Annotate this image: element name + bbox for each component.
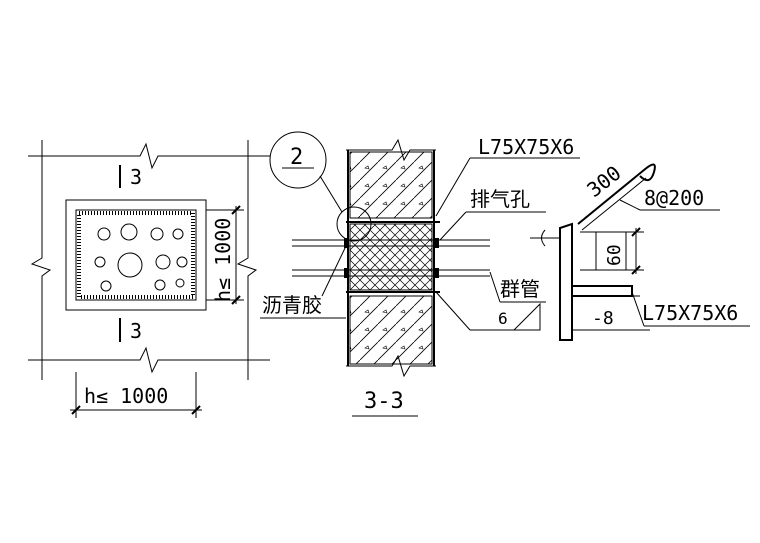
rebar-label: 8@200 <box>644 186 704 210</box>
leader-vent <box>439 211 467 241</box>
dim-width-label: h≤ 1000 <box>84 384 168 408</box>
edge-line-right <box>236 140 258 380</box>
leader-plate <box>435 291 471 331</box>
centerline-mark <box>541 229 546 247</box>
hook-rebar <box>577 163 656 225</box>
asphalt-label: 沥青胶 <box>262 293 322 317</box>
leader-angle-top <box>435 157 471 217</box>
detail-number: 2 <box>290 145 303 170</box>
plate-thickness-8: -8 <box>592 308 614 329</box>
plate-triangle <box>512 302 541 331</box>
concrete-lower <box>349 295 433 365</box>
section-mark-bottom: 3 <box>130 319 142 343</box>
break-line-top <box>28 142 270 170</box>
section-mark-top: 3 <box>130 165 142 189</box>
opening-hatched-border <box>77 211 195 299</box>
break-line-bottom <box>28 346 270 374</box>
wall-break-top <box>346 138 436 162</box>
section-title: 3-3 <box>364 389 404 414</box>
dim-height: h≤ 1000 <box>206 205 244 305</box>
dim-height-label: h≤ 1000 <box>211 218 235 302</box>
detail-leader <box>319 175 343 213</box>
section-view: 2 L75X75X6 排气孔 群管 沥青胶 6 3-3 <box>260 131 580 417</box>
plan-view: 3 3 h≤ 1000 h≤ 1000 <box>28 140 270 418</box>
vent-label: 排气孔 <box>470 187 530 211</box>
dim-60-tick-top <box>631 227 641 237</box>
pipe-upper <box>292 238 490 248</box>
dim-width: h≤ 1000 <box>70 372 202 418</box>
opening-frame-inner <box>75 209 197 301</box>
plate-thickness-6: 6 <box>498 309 508 328</box>
angle-vertical-leg <box>559 222 573 341</box>
duct-holes <box>94 223 188 292</box>
concrete-upper <box>349 151 433 219</box>
leader-angle-bottom <box>631 291 645 327</box>
dim-60-box <box>595 231 627 271</box>
dim-60: 60 <box>604 244 625 266</box>
detail-bubble <box>269 131 327 189</box>
wall-break-bottom <box>346 354 436 378</box>
angle-horizontal-leg <box>572 285 633 297</box>
opening-frame-outer <box>65 199 207 311</box>
leader-rebar <box>619 199 641 211</box>
detail-circle-small <box>336 206 372 242</box>
edge-line-left <box>30 140 52 380</box>
dim-60-tick-bottom <box>631 265 641 275</box>
leader-tube <box>489 271 501 303</box>
detail-view: 300 8@200 60 -8 L75X75X6 <box>530 161 750 341</box>
pipe-lower <box>292 268 490 278</box>
hook-rebar-inner <box>581 177 647 231</box>
angle-label-top: L75X75X6 <box>478 135 574 159</box>
leader-asphalt <box>321 245 347 297</box>
angle-label-bottom: L75X75X6 <box>642 301 738 325</box>
tube-label: 群管 <box>500 277 540 301</box>
dim-300: 300 <box>582 161 625 202</box>
insulation-fill <box>349 223 433 291</box>
